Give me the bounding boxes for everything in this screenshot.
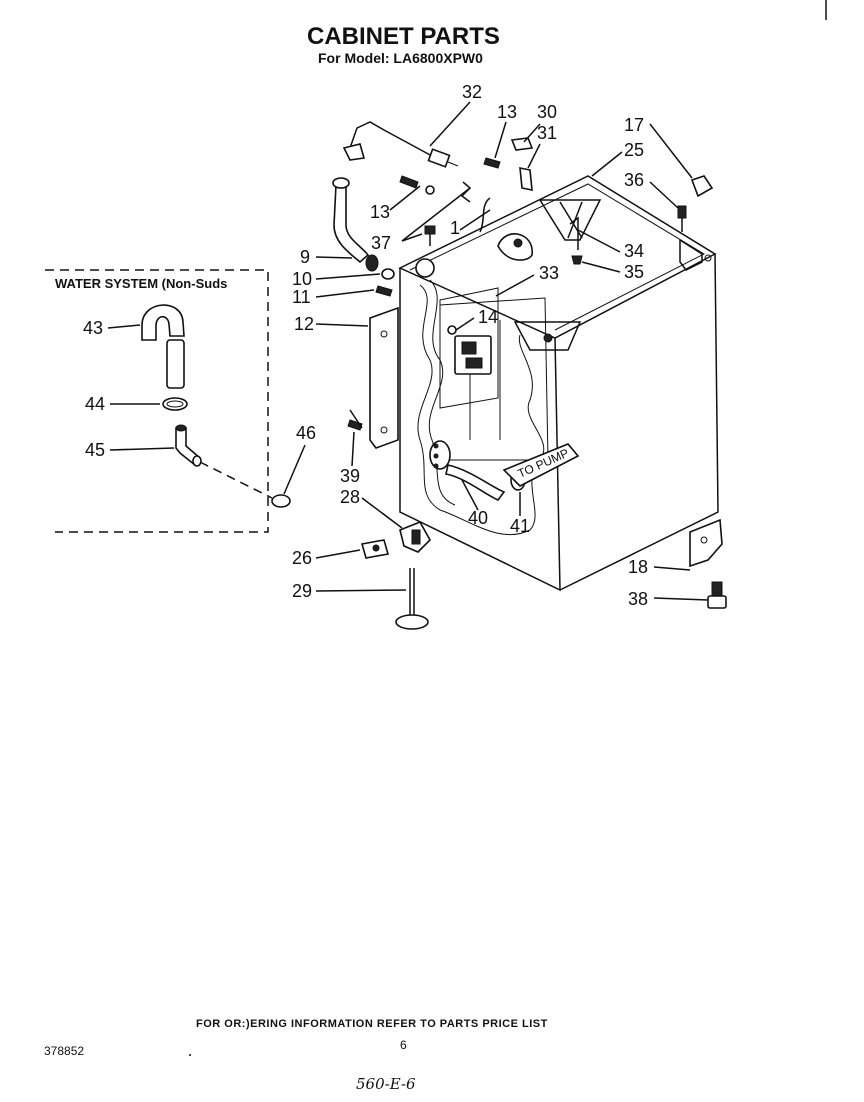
callout-numbers: 32 13 30 31 17 25 36 13 1 37 34 35 9 10 … [83,82,648,609]
part-39-bolt [347,409,363,431]
part-30-31-clips [510,137,534,191]
callout-12: 12 [294,314,314,334]
callout-41: 41 [510,516,530,536]
part-33-bracket [439,287,499,409]
part-28-leveler-bracket [399,520,431,553]
part-26-clip [360,539,390,559]
to-pump-tag: TO PUMP [502,443,580,487]
part-9-hose [332,177,379,272]
part-18-bracket [689,518,723,568]
part-38-bolt [707,581,727,609]
handwritten-note: 560-E-6 [356,1075,416,1093]
page-number: 6 [400,1038,407,1052]
part-1-cable [460,181,491,233]
callout-45: 45 [85,440,105,460]
part-10-11-clamp-screw [375,268,395,297]
callout-1: 1 [450,218,460,238]
callout-46: 46 [296,423,316,443]
part-44-clamp [162,397,188,411]
stray-mark [189,1054,191,1056]
callout-11: 11 [292,287,311,307]
model-line: For Model: LA6800XPW0 [318,50,483,66]
callout-29: 29 [292,581,312,601]
callout-33: 33 [539,263,559,283]
callout-14: 14 [478,307,498,327]
cabinet [398,175,719,592]
callout-10: 10 [292,269,312,289]
callout-38: 38 [628,589,648,609]
callout-43: 43 [83,318,103,338]
callout-18: 18 [628,557,648,577]
callout-17: 17 [624,115,644,135]
part-34-35-bracket [569,216,583,265]
part-29-leveling-leg [395,568,429,630]
water-system-box: WATER SYSTEM (Non-Suds [45,269,269,533]
callout-44: 44 [85,394,105,414]
callout-13-left: 13 [370,202,390,222]
leader-lines [107,101,709,601]
callout-39: 39 [340,466,360,486]
page-title: CABINET PARTS [307,23,500,50]
callout-34: 34 [624,241,644,261]
callout-31: 31 [537,123,557,143]
document-number: 378852 [44,1044,84,1058]
callout-40: 40 [468,508,488,528]
callout-28: 28 [340,487,360,507]
callout-30: 30 [537,102,557,122]
part-46-clamp [271,494,291,508]
callout-32: 32 [462,82,482,102]
callout-26: 26 [292,548,312,568]
part-13-screws [399,157,501,195]
part-14-switch [447,325,492,375]
ordering-note: FOR OR:)ERING INFORMATION REFER TO PARTS… [196,1018,548,1030]
part-40-hose [429,440,506,501]
water-path-dashed [199,461,273,499]
part-12-panel [369,306,399,449]
callout-36: 36 [624,170,644,190]
part-43-elbow-hose [141,304,185,389]
callout-37: 37 [371,233,391,253]
callout-13-top: 13 [497,102,517,122]
part-36-screw [677,205,687,232]
water-system-label: WATER SYSTEM (Non-Suds [55,276,227,291]
callout-9: 9 [300,247,310,267]
callout-25: 25 [624,140,644,160]
part-45-fitting [175,424,202,467]
part-37-screw [424,225,436,246]
part-32-harness [342,121,459,168]
callout-35: 35 [624,262,644,282]
part-17-hinge [690,175,714,198]
